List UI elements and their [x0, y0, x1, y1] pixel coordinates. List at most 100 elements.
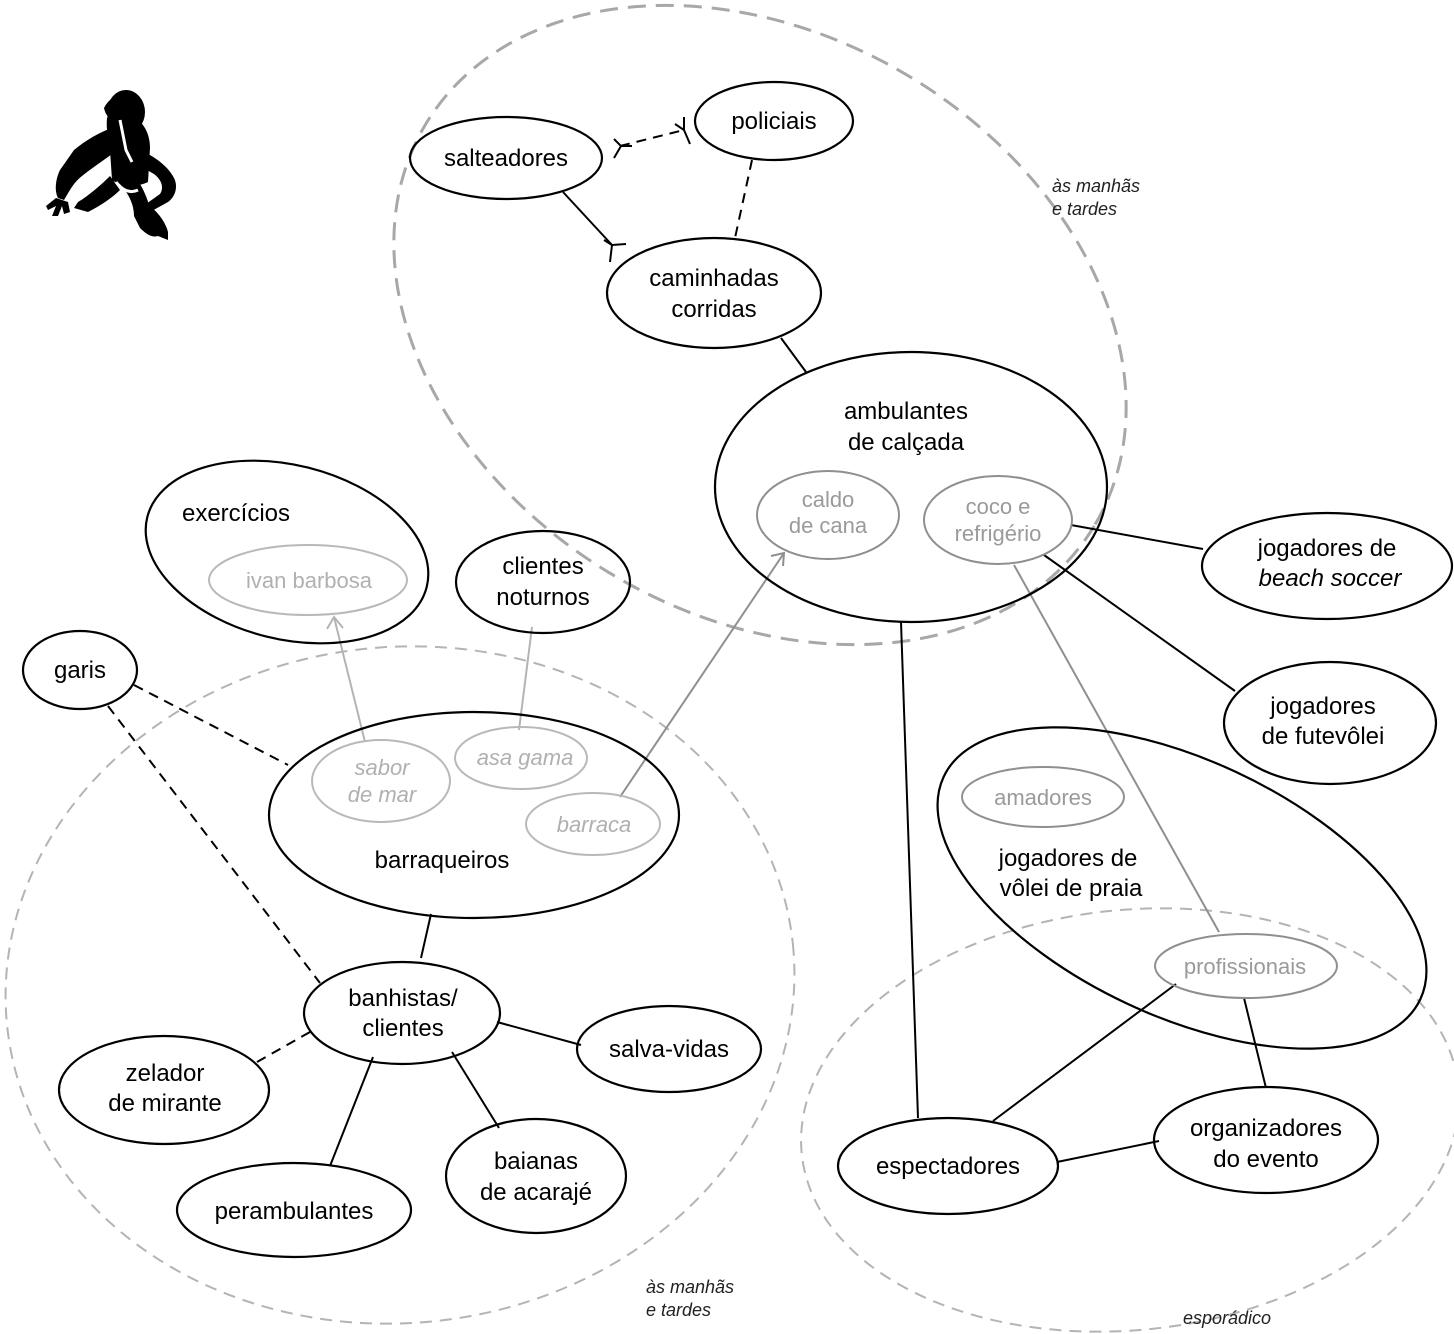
edge-banhistas-salvavidas: [496, 1021, 582, 1046]
edge-sabor-ivan: [333, 616, 366, 743]
node-barraqueiros: [267, 710, 681, 920]
label-salvavidas: salva-vidas: [609, 1036, 729, 1063]
edge-salteadores-policiais: [619, 129, 685, 147]
label-zelador-line1: zelador: [126, 1060, 205, 1087]
label-clientes-noturnos-line1: clientes: [502, 553, 583, 580]
edge-espectadores-organizadores: [1056, 1140, 1160, 1163]
label-caldo-line2: de cana: [789, 513, 868, 538]
label-profissionais: profissionais: [1184, 954, 1306, 979]
label-espectadores: espectadores: [876, 1153, 1020, 1180]
node-amadores: [961, 766, 1125, 828]
node-exercicios: [144, 459, 430, 645]
edge-coco-futevolei: [1043, 554, 1236, 692]
label-volei-line1: jogadores de: [998, 845, 1138, 872]
note-top-line2: e tardes: [1052, 199, 1117, 219]
edge-banhistas-perambulantes: [329, 1056, 374, 1167]
node-profissionais: [1154, 933, 1338, 999]
node-espectadores: [836, 1116, 1060, 1216]
node-volei: [936, 726, 1428, 1050]
label-sabor-line1: sabor: [354, 755, 411, 780]
label-banhistas-line2: clientes: [362, 1015, 443, 1042]
node-asa: [454, 726, 588, 790]
fork-salteadores: [613, 138, 632, 159]
edge-asa-clientesnoturnos: [518, 626, 533, 731]
edge-coco-profissionais: [1013, 564, 1220, 933]
node-clientes-noturnos: [454, 529, 632, 635]
edge-barraqueiros-banhistas: [420, 913, 432, 959]
label-barraqueiros: barraqueiros: [375, 847, 510, 874]
label-coco-line1: coco e: [966, 494, 1031, 519]
label-banhistas-line1: banhistas/: [348, 985, 458, 1012]
label-organizadores-line2: do evento: [1213, 1146, 1318, 1173]
label-salteadores: salteadores: [444, 145, 568, 172]
note-left-line2: e tardes: [646, 1300, 711, 1320]
label-amadores: amadores: [994, 785, 1092, 810]
edge-garis-banhistas: [107, 705, 321, 984]
label-sabor-line2: de mar: [348, 782, 418, 807]
node-perambulantes: [175, 1161, 413, 1259]
label-policiais: policiais: [731, 108, 816, 135]
node-garis: [21, 629, 139, 711]
node-salvavidas: [575, 1004, 763, 1094]
node-salteadores: [408, 115, 604, 201]
edge-salteadores-caminhadas: [562, 191, 613, 246]
edge-policiais-caminhadas: [734, 159, 753, 239]
edge-banhistas-baianas: [451, 1051, 500, 1129]
fork-salteadores-caminhadas: [603, 239, 627, 263]
edge-barraca-caldo: [619, 552, 785, 798]
label-caminhadas-line2: corridas: [671, 296, 756, 323]
label-ambulantes-line1: ambulantes: [844, 398, 968, 425]
node-organizadores: [1152, 1085, 1380, 1195]
note-left-line1: às manhãs: [646, 1277, 734, 1297]
label-beachsoccer-line2: beach soccer: [1259, 565, 1403, 592]
node-coco: [923, 475, 1073, 565]
edge-profissionais-espectadores: [992, 983, 1177, 1122]
fork-policiais: [674, 117, 691, 145]
label-garis: garis: [54, 657, 106, 684]
edge-profissionais-organizadores: [1243, 997, 1267, 1089]
label-coco-line2: refrigério: [955, 521, 1042, 546]
group-morning-left: [4, 645, 796, 1325]
label-baianas-line2: de acarajé: [480, 1179, 592, 1206]
node-caminhadas: [605, 236, 823, 350]
label-ambulantes-line2: de calçada: [848, 429, 965, 456]
node-banhistas: [302, 960, 502, 1066]
label-volei-line2: vôlei de praia: [1000, 875, 1143, 902]
arrow-ivan: [326, 615, 344, 630]
label-perambulantes: perambulantes: [215, 1198, 374, 1225]
node-barraca: [525, 792, 661, 856]
edge-coco-beachsoccer: [1070, 524, 1204, 550]
node-sabor: [311, 739, 451, 823]
label-zelador-line2: de mirante: [108, 1090, 221, 1117]
label-ivan: ivan barbosa: [246, 568, 373, 593]
node-ambulantes: [713, 350, 1109, 624]
label-organizadores-line1: organizadores: [1190, 1115, 1342, 1142]
label-beachsoccer-line1: jogadores de: [1257, 535, 1397, 562]
group-sporadic: [800, 907, 1454, 1333]
node-policiais: [693, 80, 855, 162]
label-futevolei-line2: de futevôlei: [1262, 723, 1385, 750]
edge-ambulantes-espectadores: [900, 621, 919, 1119]
edge-garis-barraqueiros: [133, 684, 289, 766]
group-morning-top: [392, 3, 1128, 647]
node-baianas: [444, 1117, 628, 1235]
node-caldo: [756, 470, 900, 560]
note-right: esporádico: [1183, 1308, 1271, 1328]
node-beachsoccer: [1200, 511, 1454, 621]
edge-caminhadas-ambulantes: [780, 337, 807, 373]
label-barraca: barraca: [557, 812, 632, 837]
edge-banhistas-zelador: [256, 1031, 311, 1063]
node-zelador: [57, 1034, 271, 1146]
label-caldo-line1: caldo: [802, 487, 855, 512]
node-ivan: [208, 544, 408, 616]
label-baianas-line1: baianas: [494, 1148, 578, 1175]
label-caminhadas-line1: caminhadas: [649, 265, 778, 292]
label-futevolei-line1: jogadores: [1269, 693, 1375, 720]
label-asa: asa gama: [477, 745, 574, 770]
label-exercicios: exercícios: [182, 500, 290, 527]
node-futevolei: [1222, 660, 1438, 786]
arrow-caldo: [770, 551, 786, 567]
label-clientes-noturnos-line2: noturnos: [496, 584, 589, 611]
note-top-line1: às manhãs: [1052, 176, 1140, 196]
